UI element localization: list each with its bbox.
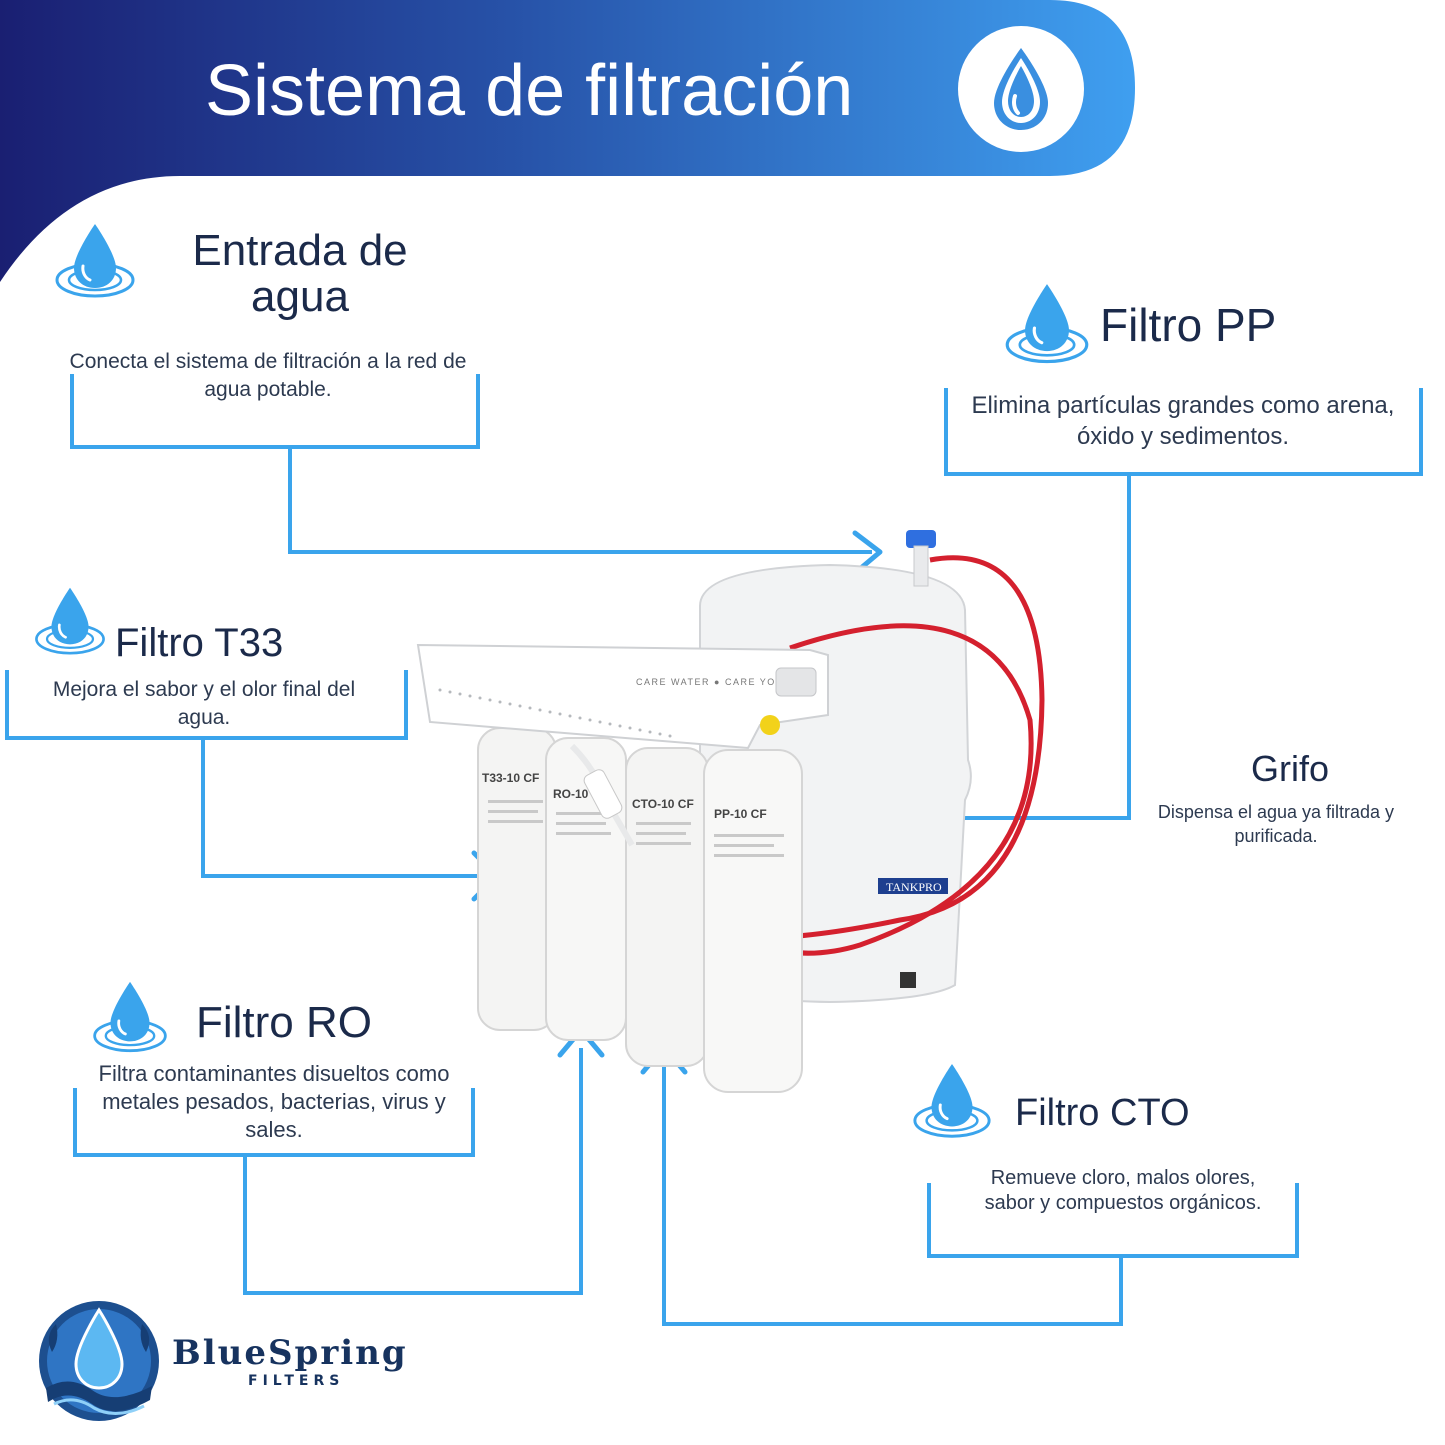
svg-text:PP-10 CF: PP-10 CF	[714, 807, 767, 821]
svg-text:TANKPRO: TANKPRO	[886, 880, 942, 894]
water-drop-icon	[994, 48, 1048, 130]
entrada-heading: Entrada de agua	[192, 226, 408, 321]
header-banner	[0, 0, 1135, 282]
t33-description: Mejora el sabor y el olor final del agua…	[52, 678, 356, 729]
flow-restrictor-tube	[569, 743, 635, 847]
svg-text:T33-10 CF: T33-10 CF	[482, 771, 539, 785]
brand-wordmark: BlueSpring FILTERS	[172, 1334, 412, 1390]
tank-valve	[906, 530, 936, 587]
ro-heading: Filtro RO	[196, 998, 372, 1047]
brand-name: BlueSpring	[172, 1333, 408, 1373]
water-drop-icon	[93, 981, 167, 1053]
pp-heading: Filtro PP	[1100, 299, 1277, 351]
grifo-description: Dispensa el agua ya filtrada y purificad…	[1157, 802, 1395, 846]
title-drop-badge	[958, 26, 1084, 152]
tank-label	[878, 878, 948, 894]
water-drop-icon	[55, 224, 135, 298]
svg-text:CTO-10 CF: CTO-10 CF	[632, 797, 694, 811]
water-drop-icon	[35, 587, 105, 655]
cto-heading: Filtro CTO	[1015, 1092, 1190, 1134]
pp-description: Elimina partículas grandes como arena, ó…	[971, 392, 1395, 450]
grifo-heading: Grifo	[1250, 748, 1329, 789]
water-drop-icon	[1005, 284, 1089, 364]
svg-text:CARE WATER ● CARE YOU: CARE WATER ● CARE YOU	[636, 677, 784, 687]
filter-head-panel: CARE WATER ● CARE YOU	[416, 643, 829, 750]
bluespring-logo-icon	[39, 1301, 159, 1421]
water-drop-icon	[913, 1063, 991, 1138]
page-title: Sistema de filtración	[205, 51, 854, 131]
filter-cartridges: T33-10 CF RO-10 CF CTO-10 CF PP-10 CF	[477, 727, 803, 1093]
entrada-description: Conecta el sistema de filtración a la re…	[69, 350, 467, 401]
brand-subtitle: FILTERS	[248, 1373, 345, 1389]
t33-heading: Filtro T33	[115, 621, 284, 665]
cto-description: Remueve cloro, malos olores, sabor y com…	[984, 1167, 1262, 1214]
ro-description: Filtra contaminantes disueltos como meta…	[98, 1061, 450, 1142]
